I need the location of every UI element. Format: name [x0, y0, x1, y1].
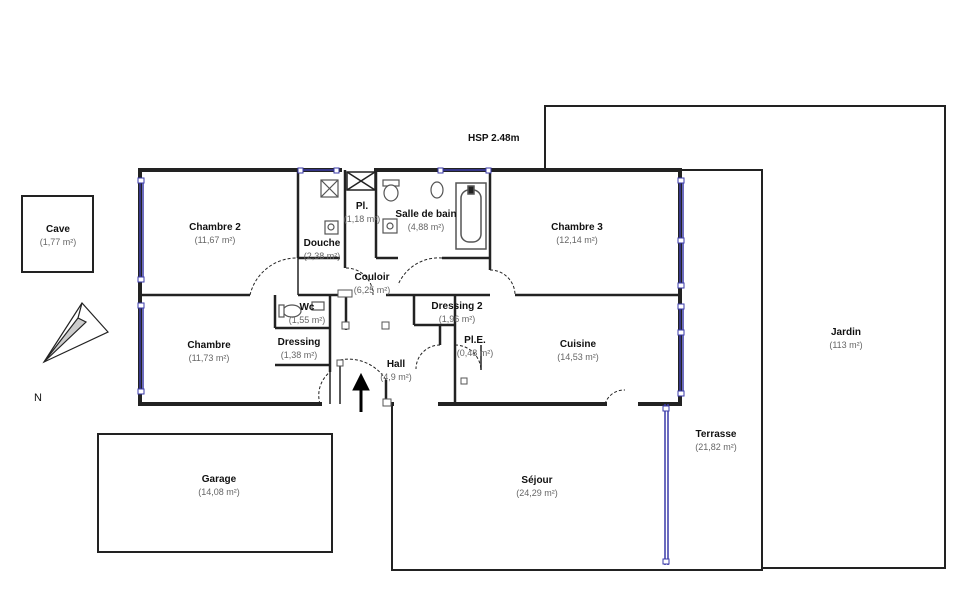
- room-area: (1,96 m²): [438, 313, 476, 324]
- room-area: (1,18 m²): [343, 213, 381, 224]
- room-label-cave: Cave (1,77 m²): [40, 224, 77, 248]
- compass-icon: [42, 302, 109, 364]
- room-name: Chambre 2: [189, 222, 241, 233]
- door-leaves: [297, 258, 482, 404]
- room-area: (14,08 m²): [198, 486, 240, 497]
- room-label-jardin: Jardin (113 m²): [829, 327, 862, 351]
- north-label: N: [34, 392, 42, 404]
- ceiling-height-label: HSP 2.48m: [468, 133, 520, 144]
- sejour-terrasse-boundary: [391, 170, 763, 571]
- room-label-wc: Wc (1,55 m²): [289, 302, 326, 326]
- room-area: (11,73 m²): [188, 352, 230, 363]
- couloir-fixtures: [336, 289, 468, 407]
- room-name: Dressing 2: [431, 301, 483, 312]
- room-area: (4,88 m²): [407, 221, 445, 232]
- room-name: Cuisine: [559, 339, 597, 350]
- room-label-ple: Pl.E. (0,48 m²): [457, 335, 494, 359]
- room-name: Terrasse: [695, 429, 737, 440]
- room-label-garage: Garage (14,08 m²): [198, 474, 240, 498]
- room-name: Pl.E.: [464, 335, 486, 346]
- room-name: Jardin: [830, 327, 861, 338]
- entrance-arrow: [352, 372, 370, 412]
- room-label-placard: Pl. (1,18 m²): [344, 201, 381, 225]
- room-label-chambre: Chambre (11,73 m²): [187, 340, 230, 364]
- room-area: (2,38 m²): [303, 250, 341, 261]
- room-area: (12,14 m²): [556, 234, 598, 245]
- sink-sdb: [382, 218, 398, 234]
- cave-outline: [21, 195, 94, 273]
- room-label-couloir: Couloir (6,25 m²): [354, 272, 391, 296]
- room-area: (1,38 m²): [280, 349, 318, 360]
- window-markers: [137, 167, 685, 565]
- room-name: Chambre 3: [551, 222, 603, 233]
- room-name: Pl.: [355, 201, 369, 212]
- room-area: (0,48 m²): [456, 347, 494, 358]
- room-area: (4,9 m²): [380, 371, 412, 382]
- jardin-boundary: [544, 105, 946, 569]
- room-label-chambre3: Chambre 3 (12,14 m²): [551, 222, 603, 246]
- room-name: Hall: [386, 359, 406, 370]
- room-name: Garage: [201, 474, 237, 485]
- room-area: (6,25 m²): [353, 284, 391, 295]
- placard-cross: [346, 171, 376, 191]
- room-area: (1,55 m²): [288, 314, 326, 325]
- room-name: Cave: [46, 224, 70, 235]
- room-label-terrasse: Terrasse (21,82 m²): [695, 429, 737, 453]
- room-label-dressing2: Dressing 2 (1,96 m²): [431, 301, 482, 325]
- room-name: Douche: [303, 238, 341, 249]
- windows: [139, 169, 684, 565]
- room-label-sejour: Séjour (24,29 m²): [516, 475, 558, 499]
- bathtub: [455, 182, 487, 250]
- room-area: (11,67 m²): [194, 234, 236, 245]
- room-label-chambre2: Chambre 2 (11,67 m²): [189, 222, 241, 246]
- toilet-sdb: [382, 179, 444, 202]
- room-name: Chambre: [187, 340, 231, 351]
- garage-outline: [97, 433, 333, 553]
- room-name: Dressing: [277, 337, 321, 348]
- room-area: (24,29 m²): [516, 487, 558, 498]
- room-name: Séjour: [521, 475, 553, 486]
- room-label-dressing: Dressing (1,38 m²): [278, 337, 321, 361]
- room-name: Salle de bain: [395, 209, 457, 220]
- room-label-douche: Douche (2,38 m²): [304, 238, 341, 262]
- room-area: (113 m²): [829, 339, 863, 350]
- room-area: (21,82 m²): [695, 441, 737, 452]
- room-label-cuisine: Cuisine (14,53 m²): [557, 339, 599, 363]
- room-name: Couloir: [354, 272, 390, 283]
- room-area: (14,53 m²): [557, 351, 599, 362]
- exterior-walls: [138, 168, 763, 406]
- room-label-sdb: Salle de bain (4,88 m²): [395, 209, 456, 233]
- room-name: Wc: [299, 302, 315, 313]
- shower-tray: [320, 179, 339, 235]
- interior-walls: [140, 170, 680, 404]
- room-label-hall: Hall (4,9 m²): [380, 359, 412, 383]
- toilet-wc: [278, 301, 325, 318]
- room-area: (1,77 m²): [39, 236, 77, 247]
- door-swings: [249, 257, 626, 405]
